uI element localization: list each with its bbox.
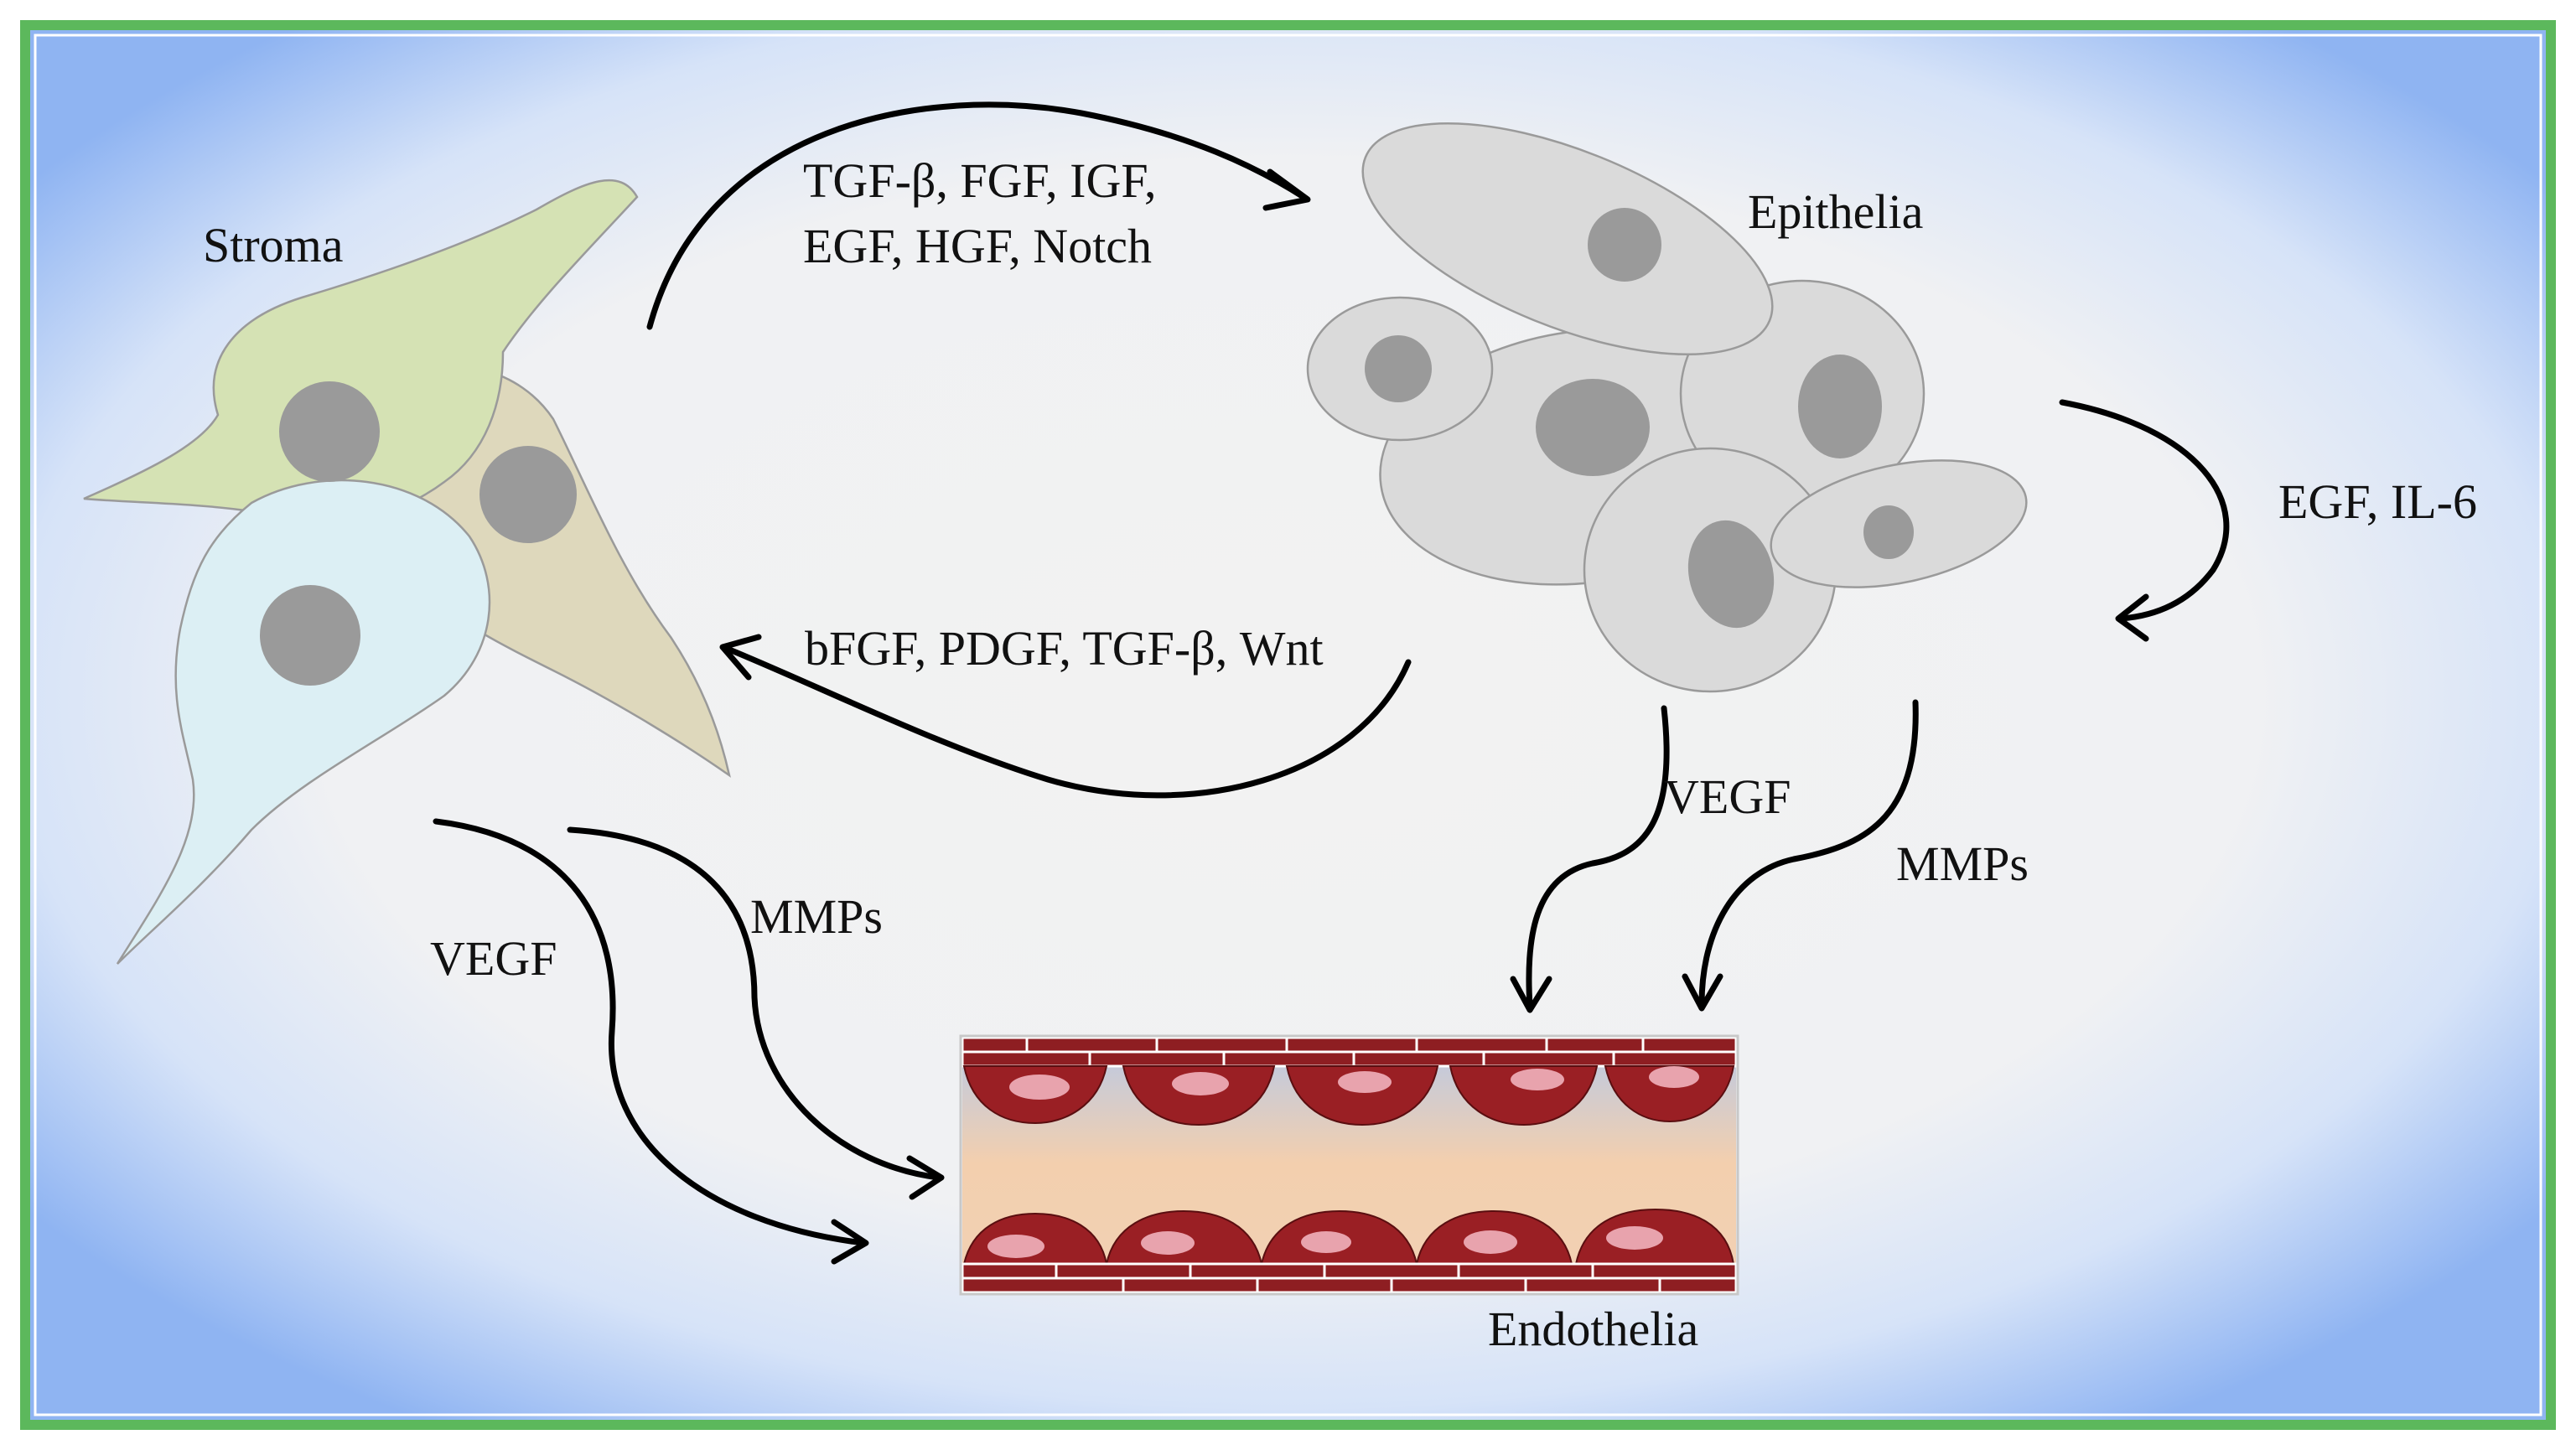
signal-epithelia-mmps: MMPs <box>1896 836 2029 891</box>
epithelia-cell-4 <box>1361 122 1774 355</box>
signal-stroma-to-epithelia-line1: TGF-β, FGF, IGF, <box>803 153 1156 208</box>
signal-epithelia-autocrine: EGF, IL-6 <box>2278 474 2477 529</box>
arrow-epithelia-autocrine <box>2059 399 2230 642</box>
signal-stroma-vegf: VEGF <box>430 931 557 986</box>
signal-stroma-to-epithelia-line2: EGF, HGF, Notch <box>803 219 1152 273</box>
vessel-top-wall <box>961 1036 1738 1068</box>
vessel-top-cells <box>962 1065 1735 1126</box>
arrow-stroma-mmps <box>567 826 945 1200</box>
stroma-cells <box>83 179 731 965</box>
stroma-cell-blue <box>116 479 491 965</box>
inner-frame <box>34 34 2542 1416</box>
arrow-epithelia-vegf <box>1510 705 1670 1013</box>
epithelia-label: Epithelia <box>1748 184 1923 239</box>
epithelia-nucleus-1 <box>1536 379 1650 476</box>
endothelia-vessel <box>959 1034 1739 1296</box>
signal-epithelia-vegf: VEGF <box>1664 769 1791 824</box>
signal-epithelia-to-stroma: bFGF, PDGF, TGF-β, Wnt <box>805 621 1324 676</box>
endothelia-label: Endothelia <box>1488 1302 1698 1356</box>
epithelia-nucleus-6 <box>1863 505 1914 559</box>
green-frame <box>20 20 2556 1430</box>
vessel-bottom-cells <box>962 1208 1735 1265</box>
epithelia-nucleus-3 <box>1798 355 1882 458</box>
stroma-nucleus-blue <box>260 585 360 686</box>
epithelia-nucleus-2 <box>1365 335 1432 402</box>
vessel-outline <box>959 1034 1739 1296</box>
arrow-epithelia-to-stroma <box>719 634 1412 799</box>
epithelia-cells <box>1306 122 2028 693</box>
arrow-epithelia-mmps <box>1682 699 1919 1012</box>
arrow-stroma-to-epithelia <box>646 101 1311 330</box>
epithelia-nucleus-4 <box>1588 208 1661 282</box>
stroma-label: Stroma <box>203 218 344 272</box>
stroma-nucleus-tan <box>479 446 577 543</box>
epithelia-nucleus-5 <box>1687 520 1775 629</box>
stroma-nucleus-green <box>279 381 380 482</box>
vessel-bottom-wall <box>961 1262 1738 1294</box>
arrow-stroma-vegf <box>433 818 869 1265</box>
signal-stroma-mmps: MMPs <box>750 889 883 944</box>
